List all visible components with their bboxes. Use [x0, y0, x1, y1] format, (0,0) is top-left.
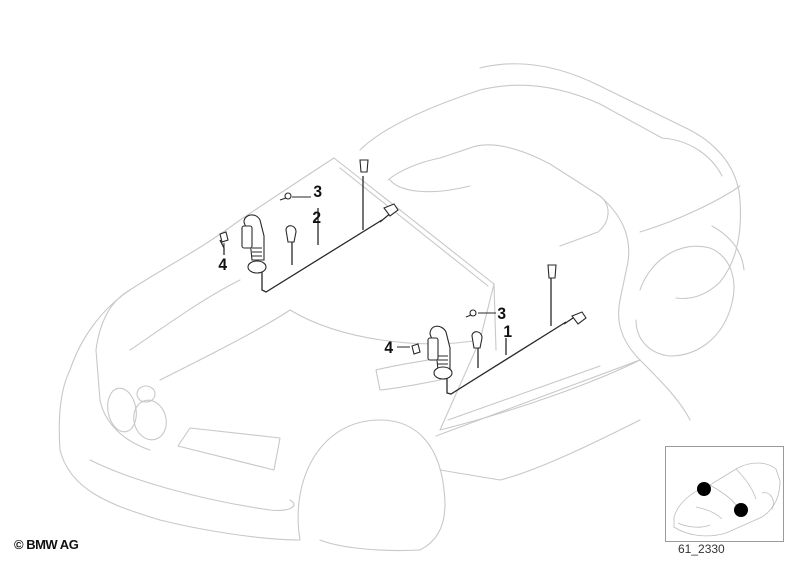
reference-code: 61_2330 — [678, 542, 725, 556]
callout-3-upper[interactable]: 3 — [313, 182, 323, 201]
callout-4-lower[interactable]: 4 — [384, 338, 394, 357]
connector-boot-lower — [411, 264, 587, 380]
location-inset-thumbnail — [665, 446, 784, 542]
marker-dot-side — [734, 503, 748, 517]
callout-4-upper[interactable]: 4 — [218, 255, 228, 274]
copyright-label: © BMW AG — [14, 537, 79, 552]
callout-2[interactable]: 2 — [312, 208, 322, 227]
callout-1[interactable]: 1 — [503, 322, 513, 341]
callout-3-lower[interactable]: 3 — [497, 304, 507, 323]
car-thumbnail-icon — [673, 462, 781, 537]
marker-dot-front — [697, 482, 711, 496]
connector-boot-upper — [219, 159, 399, 274]
